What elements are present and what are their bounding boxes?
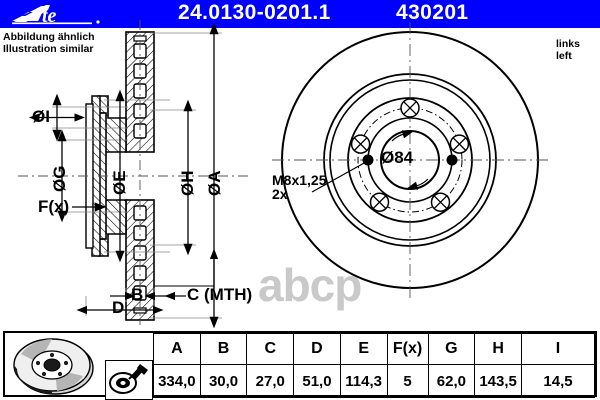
label-fx: F(x)	[38, 197, 70, 216]
label-thread-count: 2x	[272, 186, 288, 202]
installation-tool-icon	[105, 359, 153, 400]
cross-section-view	[18, 20, 250, 329]
label-c-mth: C (MTH)	[187, 285, 253, 304]
table-value-a: 334,0	[153, 364, 201, 398]
front-view	[272, 22, 548, 298]
table-header-d: D	[293, 333, 341, 365]
label-diameter-a: ØA	[205, 170, 224, 197]
label-diameter-e: ØE	[110, 170, 129, 195]
table-value-e: 114,3	[339, 364, 388, 398]
table-value-g: 62,0	[427, 364, 476, 398]
svg-text:te: te	[42, 5, 57, 26]
label-center-bore: Ø84	[381, 148, 414, 167]
dimensions-table: A B C D E F(x) G H I 334,0 30,0 27,0 51,…	[3, 331, 597, 400]
article-number: 430201	[396, 1, 469, 24]
label-diameter-h: ØH	[178, 170, 197, 197]
table-header-b: B	[199, 333, 248, 365]
label-diameter-g: ØG	[50, 165, 69, 192]
product-illustration-cell	[5, 333, 154, 400]
part-number: 24.0130-0201.1	[178, 1, 331, 24]
table-header-row: A B C D E F(x) G H I	[5, 333, 595, 400]
table-value-d: 51,0	[293, 364, 341, 398]
table-value-i: 14,5	[521, 364, 595, 398]
label-thread-spec: M8x1,25	[272, 172, 327, 188]
brake-disc-illustration	[13, 337, 94, 395]
side-note-de: links	[556, 38, 580, 50]
table-value-h: 143,5	[474, 364, 522, 398]
table-header-i: I	[521, 333, 595, 365]
table-header-e: E	[339, 333, 388, 365]
table-value-fx: 5	[386, 364, 429, 398]
table-header-fx: F(x)	[386, 333, 429, 365]
watermark: abcp	[258, 259, 362, 311]
label-b: B	[131, 285, 144, 304]
label-d: D	[112, 298, 125, 317]
table-header-h: H	[474, 333, 522, 365]
table-value-row: 334,0 30,0 27,0 51,0 114,3 5 62,0 143,5 …	[5, 364, 595, 398]
drawing-canvas	[18, 20, 548, 329]
side-note-en: left	[556, 50, 572, 62]
label-diameter-i: ØI	[32, 107, 50, 126]
header-bar	[0, 0, 600, 28]
table-header-a: A	[153, 333, 201, 365]
table-header-g: G	[427, 333, 476, 365]
illustration-note-de: Abbildung ähnlich	[3, 31, 95, 43]
table-header-c: C	[246, 333, 295, 365]
table-value-b: 30,0	[199, 364, 248, 398]
illustration-note-en: Illustration similar	[3, 43, 94, 55]
table-value-c: 27,0	[246, 364, 295, 398]
ate-logo: te	[12, 5, 100, 26]
